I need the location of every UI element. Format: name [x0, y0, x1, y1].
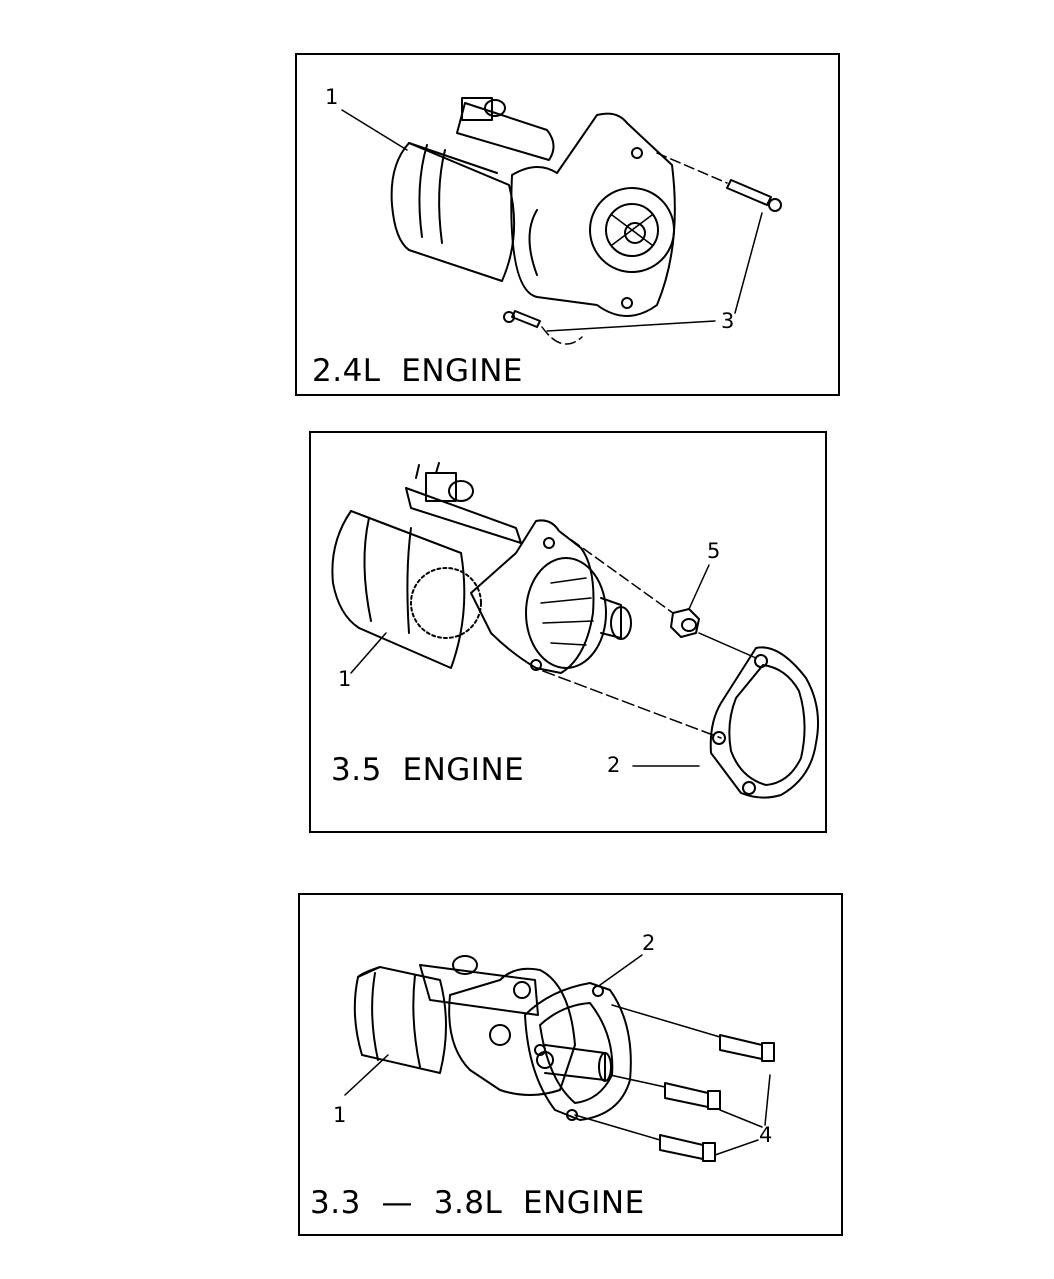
engine-caption: 2.4L ENGINE	[312, 353, 523, 389]
callout-2: 2	[642, 931, 656, 955]
callout-1: 1	[333, 1103, 347, 1127]
panel-3-5-engine: 5 1 2 3.5 ENGINE	[309, 431, 827, 833]
panel-2-4l-engine: 1 3 2.4L ENGINE	[295, 53, 840, 396]
panel-3-3-3-8l-engine: 2 1 4 3.3 — 3.8L ENGINE	[298, 893, 843, 1236]
callout-3: 3	[721, 309, 735, 333]
callout-1: 1	[338, 667, 352, 691]
callout-2: 2	[607, 753, 621, 777]
starter-illustration-3-3-3-8l	[344, 954, 775, 1162]
callout-5: 5	[707, 539, 721, 563]
engine-caption: 3.5 ENGINE	[331, 752, 525, 788]
starter-illustration-2-4l	[341, 97, 782, 345]
starter-illustration-3-5	[331, 462, 819, 799]
callout-1: 1	[325, 85, 339, 109]
callout-4: 4	[759, 1123, 773, 1147]
engine-caption: 3.3 — 3.8L ENGINE	[310, 1185, 645, 1221]
